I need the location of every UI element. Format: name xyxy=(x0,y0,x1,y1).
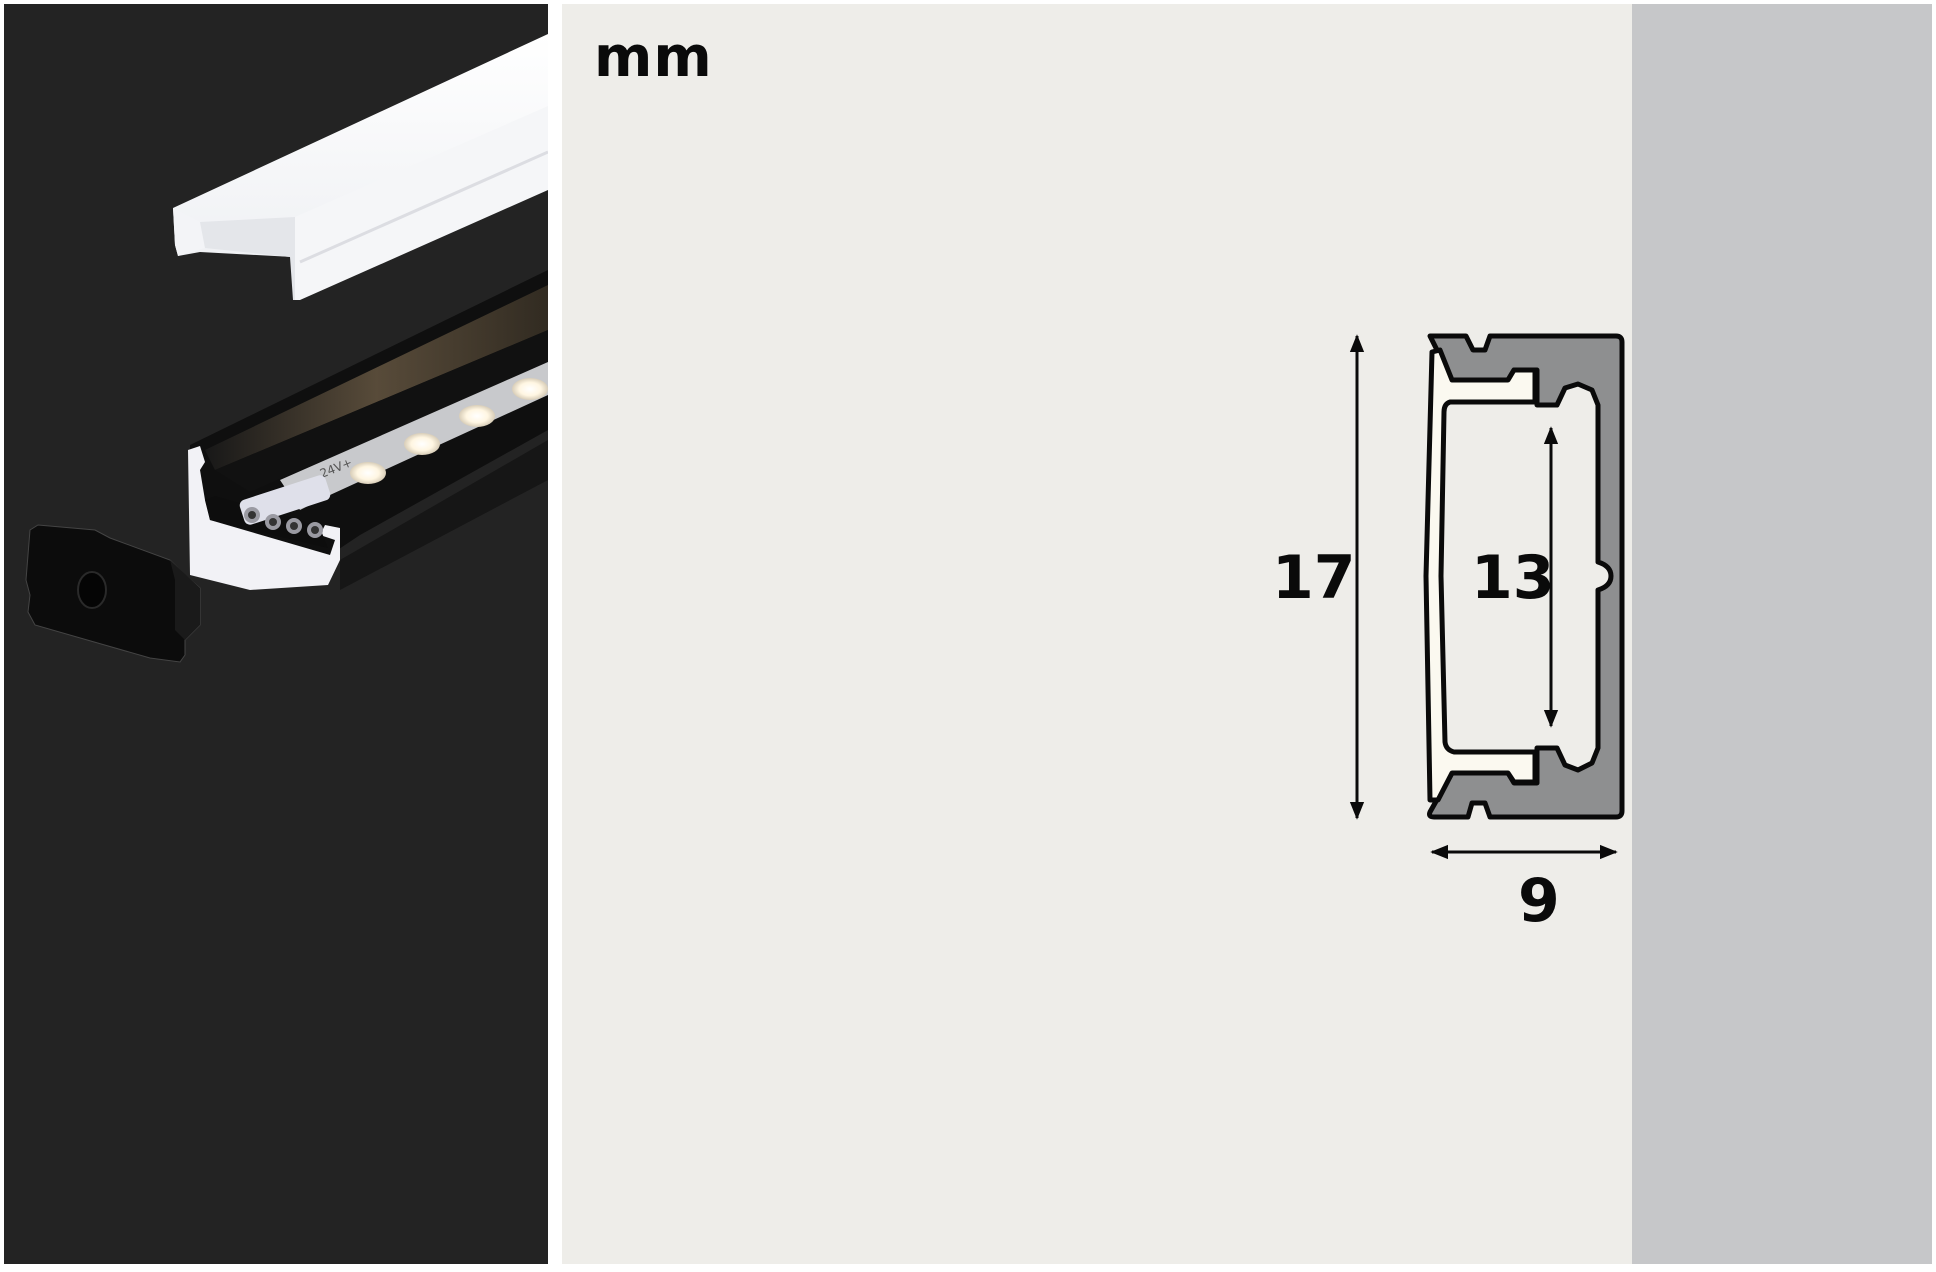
led-chip xyxy=(512,378,548,400)
technical-drawing: mm xyxy=(562,4,1632,1264)
strip-connector xyxy=(239,475,331,538)
diffuser-section xyxy=(1423,347,1538,803)
dimension-label-height: 17 xyxy=(1272,543,1356,613)
end-cap xyxy=(25,524,201,663)
dimension-label-width: 9 xyxy=(1518,866,1560,936)
product-illustration: 24V+ xyxy=(25,34,548,663)
led-chip xyxy=(404,433,440,455)
aluminium-channel: 24V+ xyxy=(188,270,548,590)
led-chip xyxy=(350,462,386,484)
cable-hole xyxy=(77,571,107,609)
mounting-wall xyxy=(1632,4,1932,1264)
unit-label: mm xyxy=(594,25,713,90)
diffuser-cover xyxy=(173,34,548,300)
dimension-label-inner-height: 13 xyxy=(1471,543,1555,613)
led-chip xyxy=(459,405,495,427)
product-photo: 24V+ xyxy=(4,4,548,1264)
